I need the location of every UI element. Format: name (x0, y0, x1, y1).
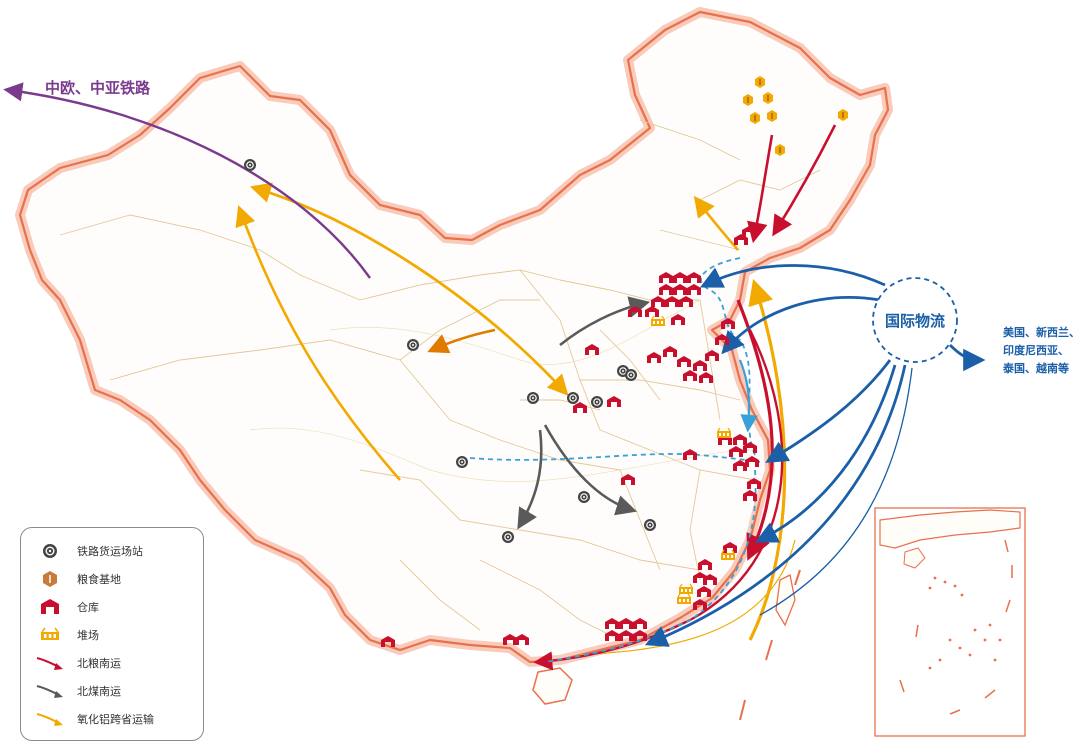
inland-blue-route (738, 359, 758, 433)
legend-item-rail-station: 铁路货运场站 (35, 540, 143, 562)
china-outline (15, 7, 893, 705)
grain-base-icon (35, 568, 65, 590)
eurasian-rail-route (3, 82, 371, 279)
intl-logistics-label: 国际物流 (885, 312, 945, 330)
intl-logistics-hub (872, 277, 958, 363)
river-lines (249, 299, 756, 482)
warehouse-icon (35, 596, 65, 618)
legend-label: 粮食基地 (77, 573, 121, 586)
legend-item-warehouse: 仓库 (35, 596, 99, 618)
eurasian-rail-label: 中欧、中亚铁路 (45, 79, 151, 97)
legend-item-alumina-route: 氧化铝跨省运输 (35, 708, 154, 730)
international-routes (644, 264, 986, 647)
legend-label: 铁路货运场站 (77, 545, 143, 558)
orange-route (427, 328, 496, 354)
intl-destinations-line-1: 美国、新西兰、 (1003, 325, 1080, 339)
intl-destinations-line-3: 泰国、越南等 (1002, 361, 1069, 375)
legend-label: 北粮南运 (77, 657, 121, 670)
legend-item-grain-base: 粮食基地 (35, 568, 121, 590)
grain-routes (533, 124, 837, 671)
coal-routes (517, 296, 651, 530)
legend-item-coal-route: 北煤南运 (35, 680, 121, 702)
rail-freight-station-icon (35, 540, 65, 562)
legend-item-grain-route: 北粮南运 (35, 652, 121, 674)
intl-destinations-line-2: 印度尼西亚、 (1003, 343, 1069, 357)
storage-yard-icon (35, 624, 65, 646)
nine-dash-mainland (739, 569, 801, 721)
red-arrow-icon (35, 652, 65, 674)
map-legend: 铁路货运场站 粮食基地 仓库 堆场 北粮南运 北煤南运 氧化铝跨省运输 (20, 527, 204, 741)
south-china-sea-inset (874, 507, 1026, 737)
gray-arrow-icon (35, 680, 65, 702)
legend-label: 北煤南运 (77, 685, 121, 698)
svg-text:美国、新西兰、 印度尼西亚、 泰国、越南等: 美国、新西兰、 印度尼西亚、 泰国、越南等 (1002, 325, 1080, 375)
legend-label: 堆场 (77, 629, 99, 642)
legend-label: 氧化铝跨省运输 (77, 713, 154, 726)
legend-label: 仓库 (77, 601, 99, 614)
yellow-arrow-icon (35, 708, 65, 730)
province-boundaries (59, 119, 821, 641)
legend-item-storage-yard: 堆场 (35, 624, 99, 646)
